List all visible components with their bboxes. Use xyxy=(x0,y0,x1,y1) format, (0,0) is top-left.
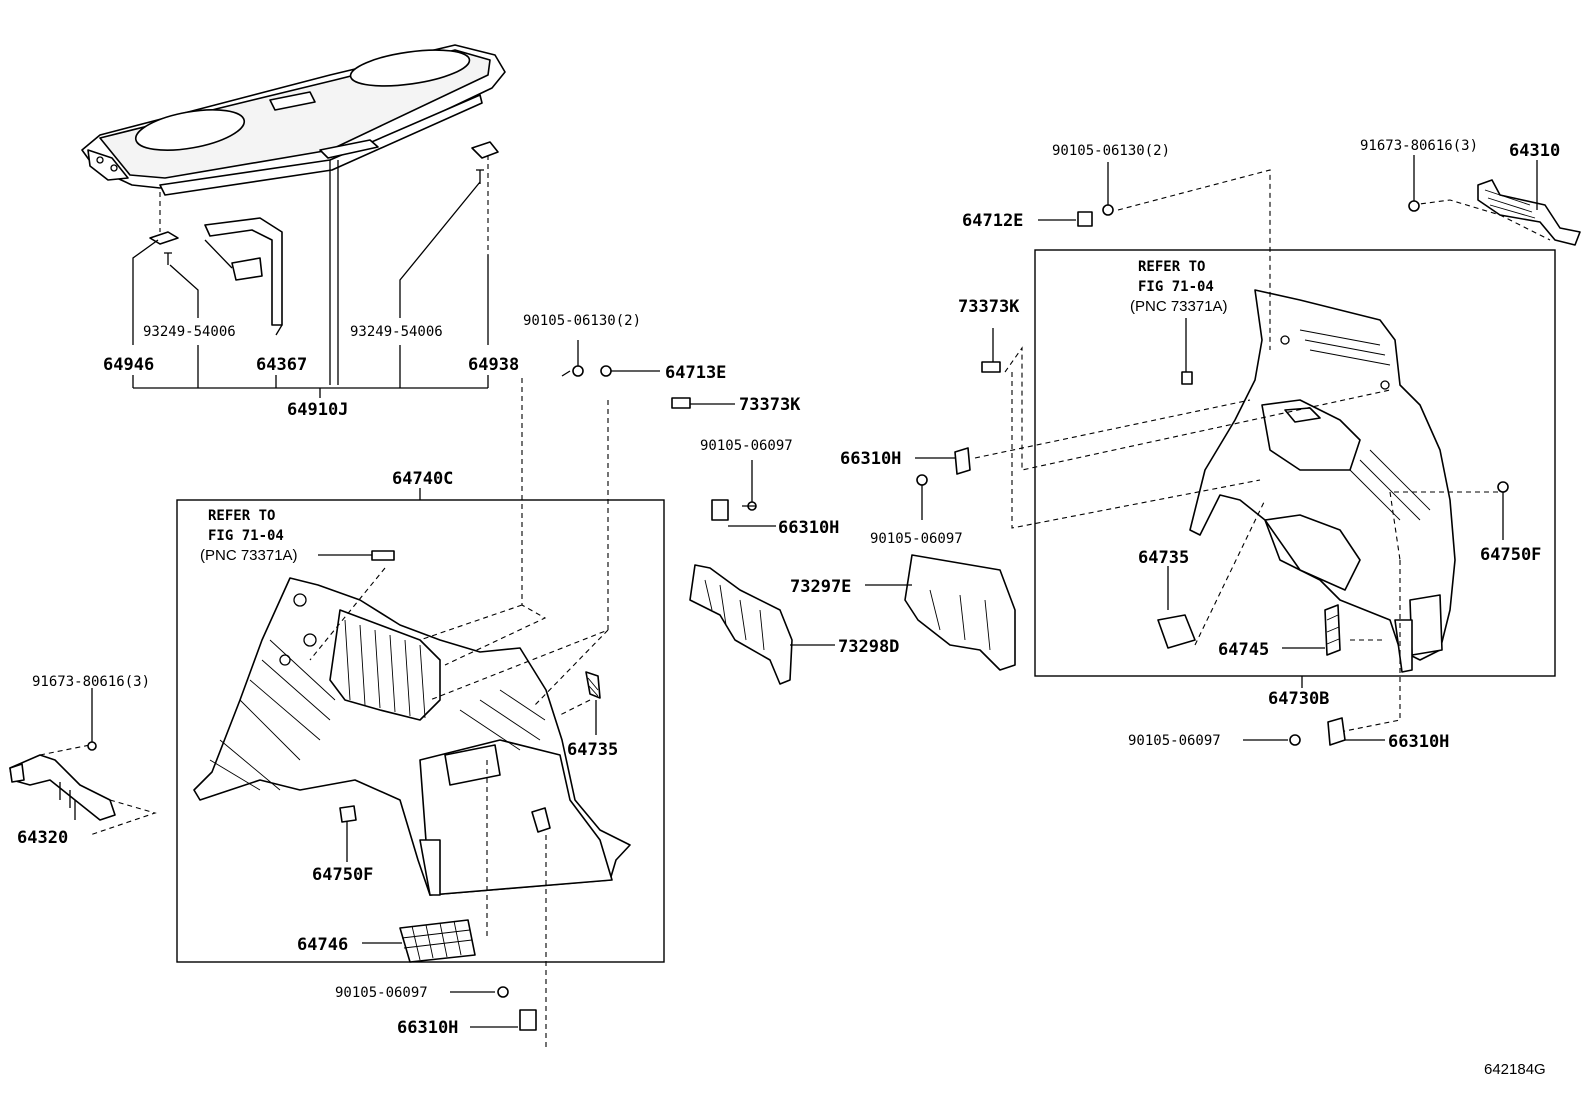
bolt-icon xyxy=(497,986,509,998)
note-left-line3: (PNC 73371A) xyxy=(200,547,298,564)
callout-91673-right: 91673-80616(3) xyxy=(1360,138,1478,154)
callout-64735-right: 64735 xyxy=(1138,548,1189,568)
callout-90105-06130-mid: 90105-06130(2) xyxy=(523,313,641,329)
callout-93249-54006-left: 93249-54006 xyxy=(143,324,236,340)
bolt-icon xyxy=(1289,734,1301,746)
callout-73373K-mid: 73373K xyxy=(739,395,801,415)
bolt-icon xyxy=(87,741,97,751)
bracket-64320 xyxy=(9,754,116,821)
right-trim-leader-lines xyxy=(974,169,1551,733)
bolt-icon xyxy=(1408,200,1420,212)
callout-64713E: 64713E xyxy=(665,363,726,383)
right-quarter-trim-panel xyxy=(1189,289,1456,673)
clip-64750F-right xyxy=(1497,481,1509,493)
callout-90105-06097-right-mid: 90105-06097 xyxy=(870,531,963,547)
trim-73297E xyxy=(904,554,1016,671)
callout-64735-left: 64735 xyxy=(567,740,618,760)
callout-73297E: 73297E xyxy=(790,577,851,597)
callout-90105-06097-bottom: 90105-06097 xyxy=(335,985,428,1001)
clip-64712E xyxy=(1077,211,1093,227)
clip-66310H-right-bottom xyxy=(1327,717,1346,746)
note-right-line3: (PNC 73371A) xyxy=(1130,298,1228,315)
group-label-64740C: 64740C xyxy=(392,469,453,489)
pad-64745 xyxy=(1324,604,1341,656)
screw-icon xyxy=(164,169,484,265)
callout-64745: 64745 xyxy=(1218,640,1269,660)
clip-66310H-mid xyxy=(711,499,729,521)
callout-91673-left: 91673-80616(3) xyxy=(32,674,150,690)
clip-icon xyxy=(1181,371,1193,385)
clip-icon xyxy=(371,550,395,561)
reference-code: 642184G xyxy=(1484,1061,1546,1078)
left-trim-leader-lines xyxy=(309,378,609,1048)
callout-64367: 64367 xyxy=(256,355,307,375)
group-label-64910J: 64910J xyxy=(287,400,348,420)
callout-90105-06097-right-bottom: 90105-06097 xyxy=(1128,733,1221,749)
note-right-line2: FIG 71-04 xyxy=(1138,279,1214,295)
trim-73298D xyxy=(689,564,793,685)
left-quarter-trim-panel xyxy=(193,577,631,896)
callout-64310: 64310 xyxy=(1509,141,1560,161)
note-left-line2: FIG 71-04 xyxy=(208,528,284,544)
note-left-line1: REFER TO xyxy=(208,508,275,524)
callout-90105-06097-mid: 90105-06097 xyxy=(700,438,793,454)
mat-64746 xyxy=(399,919,476,963)
callout-64320: 64320 xyxy=(17,828,68,848)
callout-66310H-right-upper: 66310H xyxy=(840,449,901,469)
note-right-line1: REFER TO xyxy=(1138,259,1205,275)
bolt-icon xyxy=(1102,204,1114,216)
clip-66310H-right xyxy=(954,447,971,475)
callout-64712E: 64712E xyxy=(962,211,1023,231)
tonneau-leader-lines xyxy=(132,155,489,398)
callout-66310H-bottom: 66310H xyxy=(397,1018,458,1038)
callout-64746: 64746 xyxy=(297,935,348,955)
right-trim-box xyxy=(1034,249,1556,677)
fastener-icon xyxy=(561,340,735,409)
bracket-64310 xyxy=(1477,179,1581,246)
callout-90105-06130-top: 90105-06130(2) xyxy=(1052,143,1170,159)
tonneau-cover-assembly xyxy=(81,44,506,326)
bolt-icon xyxy=(916,474,928,486)
callout-64750F-right: 64750F xyxy=(1480,545,1541,565)
callout-64750F-left: 64750F xyxy=(312,865,373,885)
callout-66310H-right-bottom: 66310H xyxy=(1388,732,1449,752)
callout-73373K-right: 73373K xyxy=(958,297,1020,317)
callout-73298D: 73298D xyxy=(838,637,899,657)
callout-93249-54006-right: 93249-54006 xyxy=(350,324,443,340)
clip-64750F-left xyxy=(339,805,357,823)
pad-64735-left xyxy=(585,671,601,699)
callout-64938: 64938 xyxy=(468,355,519,375)
callout-64946: 64946 xyxy=(103,355,154,375)
callout-66310H-mid: 66310H xyxy=(778,518,839,538)
pad-64735-right xyxy=(1157,614,1196,649)
clip-66310H-bottom xyxy=(519,1009,537,1031)
clip-73373K-right xyxy=(981,361,1001,373)
group-label-64730B: 64730B xyxy=(1268,689,1329,709)
